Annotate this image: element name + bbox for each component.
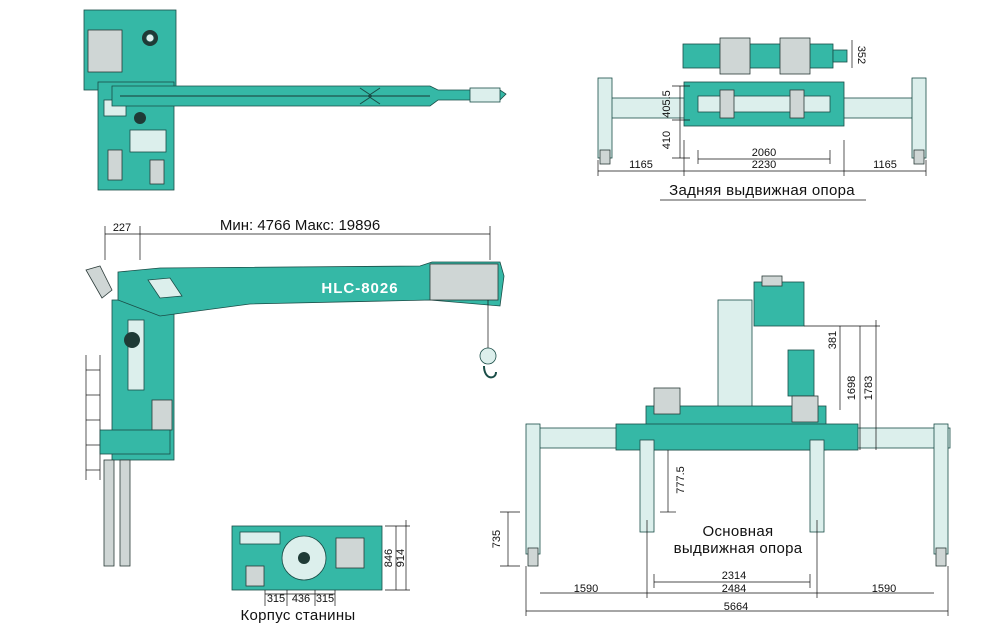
main-total-dim: 5664: [724, 601, 748, 613]
model-label: HLC-8026: [321, 280, 398, 297]
rear-outrigger-caption: Задняя выдвижная опора: [669, 182, 855, 199]
side-overhang-dim: 227: [113, 222, 131, 234]
frame-h1-dim: 846: [383, 549, 395, 567]
rear-height-box-dim: 352: [855, 46, 867, 64]
rear-h2-dim: 405.5: [661, 90, 673, 118]
frame-body-caption: Корпус станины: [240, 607, 355, 624]
main-foot-height-dim: 735: [491, 530, 503, 548]
hook-icon: [479, 347, 497, 365]
top-view: [83, 9, 507, 191]
side-view-ladder: [85, 355, 101, 480]
rear-h1-dim: 410: [661, 131, 673, 149]
rear-inner-dim: 2060: [752, 147, 776, 159]
side-view: 227 Мин: 4766 Макс: 19896 HLC-8026: [85, 217, 505, 567]
rear-outrigger-left-leg: [597, 77, 613, 159]
frame-h2-dim: 914: [395, 549, 407, 567]
top-view-operator-seat: [87, 29, 123, 73]
frame-w2-dim: 436: [292, 593, 310, 605]
rear-right-dim: 1165: [873, 159, 897, 171]
main-outrigger-right-leg: [933, 423, 949, 555]
main-outrigger-caption-2: выдвижная опора: [674, 540, 803, 557]
main-outrigger-left-leg: [525, 423, 541, 555]
rear-left-dim: 1165: [629, 159, 653, 171]
main-between-dim: 2484: [722, 583, 746, 595]
rear-between-dim: 2230: [752, 159, 776, 171]
main-leg-height-dim: 777.5: [675, 466, 687, 494]
main-view-cab: [753, 281, 805, 327]
main-h-mid-dim: 1698: [846, 376, 858, 400]
rear-outrigger-view: 352 410 405.5 2060 2230 1165 1165 Задняя…: [597, 37, 927, 201]
main-right-dim: 1590: [872, 583, 896, 595]
main-h-total-dim: 1783: [863, 376, 875, 400]
boom-span-label: Мин: 4766 Макс: 19896: [220, 217, 380, 234]
main-inner-dim: 2314: [722, 570, 746, 582]
main-outrigger-view: 381 1698 1783 777.5 735 Основная выдвижн…: [491, 275, 951, 616]
rear-outrigger-right-leg: [911, 77, 927, 159]
side-view-leg-right: [119, 459, 131, 567]
side-view-boom: [117, 261, 505, 317]
side-view-leg-left: [103, 459, 115, 567]
frame-body-view: 846 914 315 436 315 Корпус станины: [231, 520, 410, 624]
main-top-offset-dim: 381: [827, 331, 839, 349]
frame-w1-dim: 315: [267, 593, 285, 605]
main-left-dim: 1590: [574, 583, 598, 595]
rear-outrigger-top-beam: [682, 43, 834, 69]
main-outrigger-caption-1: Основная: [703, 523, 774, 540]
frame-w3-dim: 315: [316, 593, 334, 605]
main-view-column: [717, 299, 753, 421]
